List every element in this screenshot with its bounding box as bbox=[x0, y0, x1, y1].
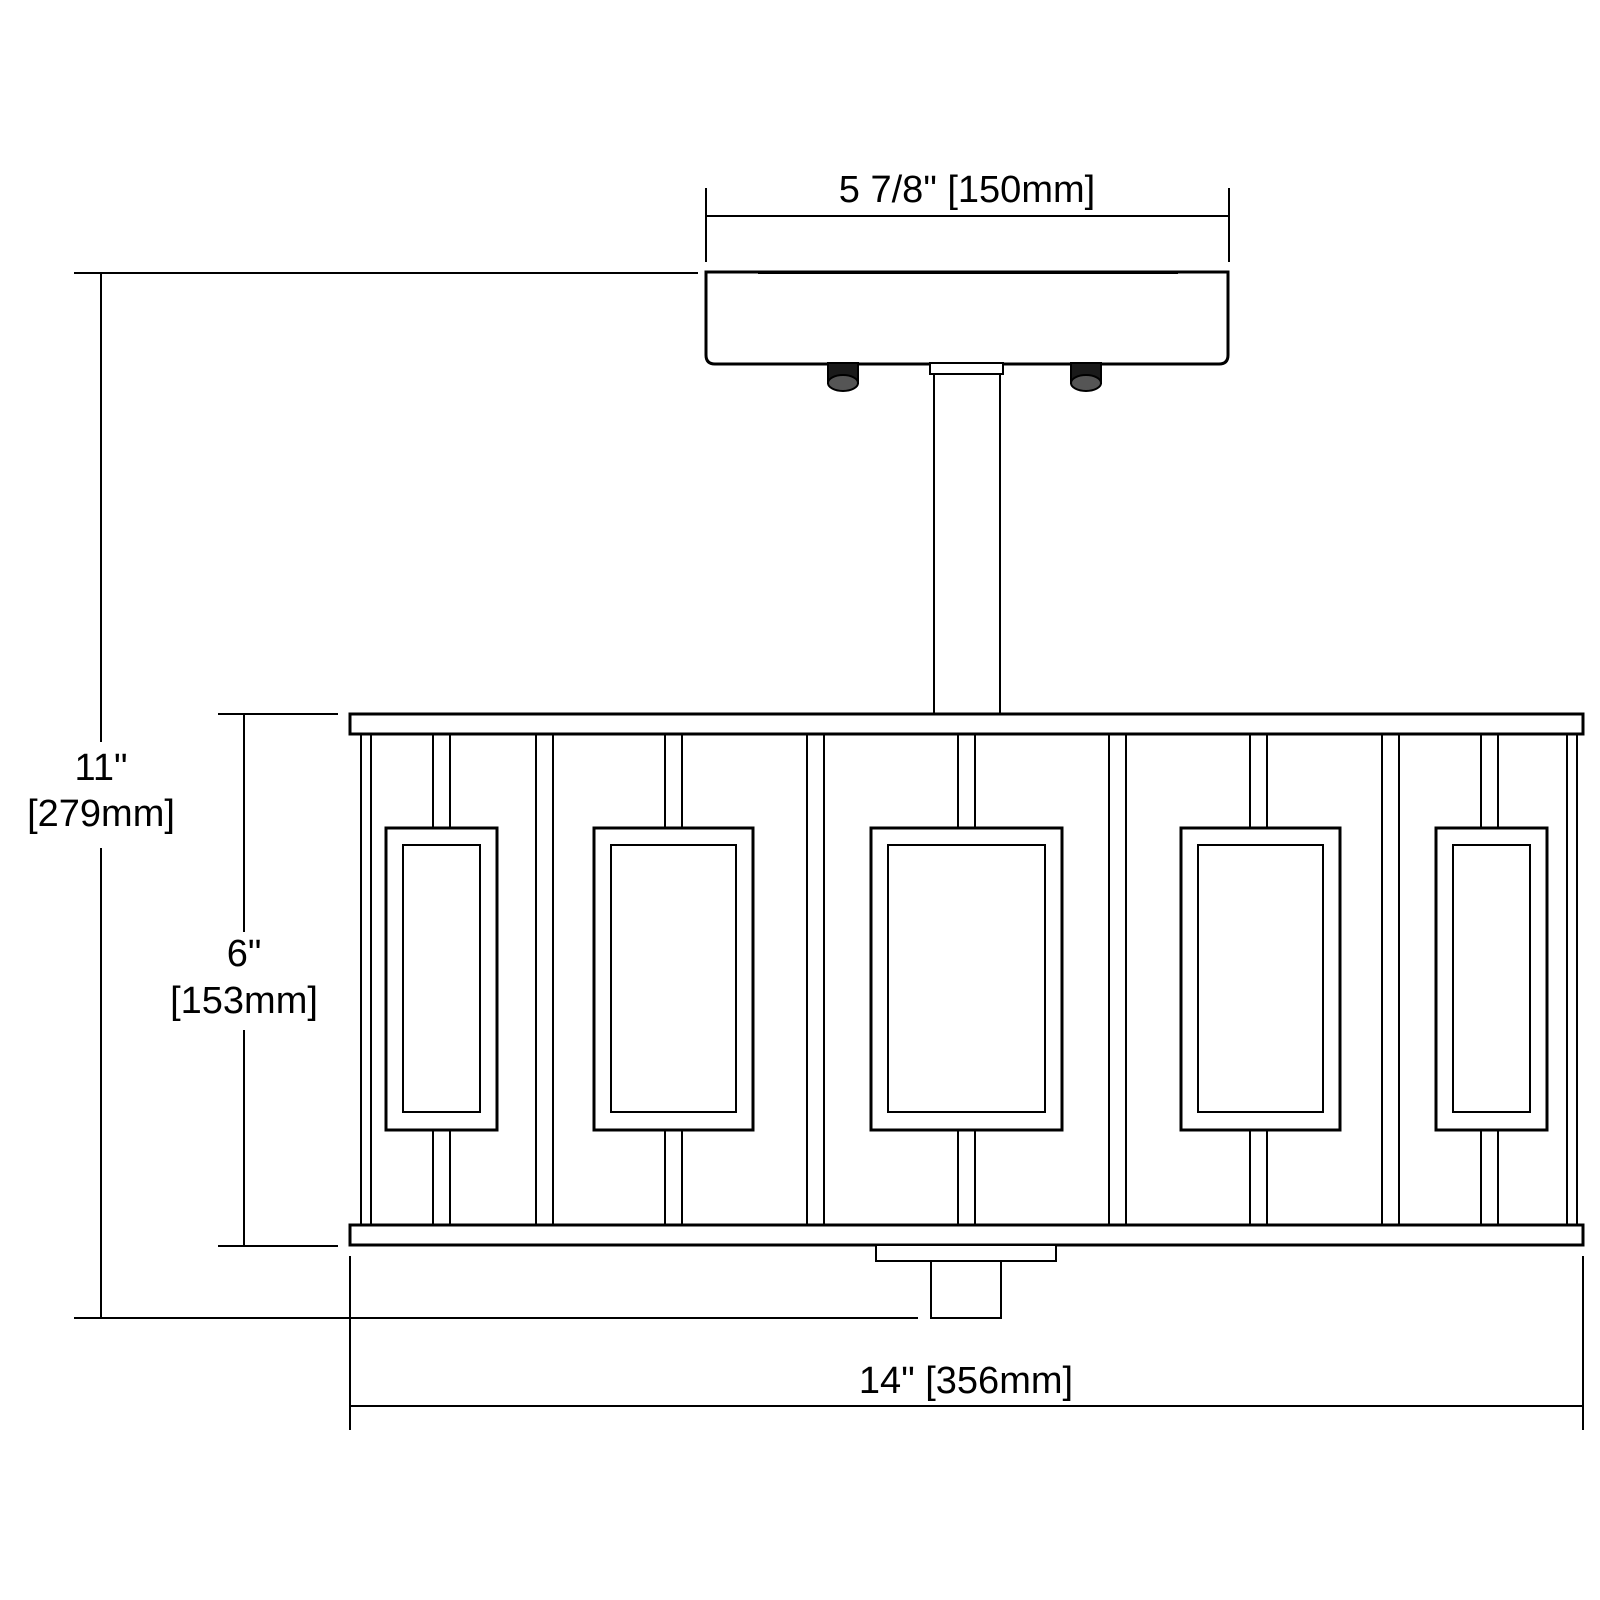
overall-height-mm: [279mm] bbox=[27, 793, 175, 835]
shade-panel-4 bbox=[1179, 826, 1342, 1132]
shade-bottom-band bbox=[348, 1223, 1585, 1247]
shade-panel-5 bbox=[1434, 826, 1549, 1132]
cage-posts bbox=[360, 733, 1578, 1226]
panel-rods bbox=[432, 733, 1499, 1226]
shade-height-mm: [153mm] bbox=[170, 980, 318, 1022]
shade-panel-1 bbox=[384, 826, 499, 1132]
overall-height-inches: 11" bbox=[75, 747, 128, 789]
stem bbox=[933, 373, 1001, 715]
mounting-screw-right bbox=[1070, 362, 1102, 392]
shade-panel-3 bbox=[869, 826, 1064, 1132]
overall-height-dimension: 11" [279mm] bbox=[27, 272, 918, 1319]
stem-collar bbox=[929, 362, 1004, 375]
shade-cage bbox=[348, 712, 1585, 1247]
shade-height-inches: 6" bbox=[227, 933, 262, 975]
canopy-width-dimension: 5 7/8" [150mm] bbox=[705, 169, 1230, 262]
bottom-finial bbox=[875, 1244, 1057, 1319]
overall-width-label: 14" [356mm] bbox=[859, 1360, 1073, 1402]
canopy bbox=[704, 270, 1230, 392]
shade-panel-2 bbox=[592, 826, 755, 1132]
mounting-screw-left bbox=[827, 362, 859, 392]
overall-width-dimension: 14" [356mm] bbox=[349, 1256, 1584, 1430]
canopy-width-label: 5 7/8" [150mm] bbox=[839, 169, 1095, 211]
shade-height-dimension: 6" [153mm] bbox=[170, 713, 338, 1247]
shade-top-band bbox=[348, 712, 1585, 736]
